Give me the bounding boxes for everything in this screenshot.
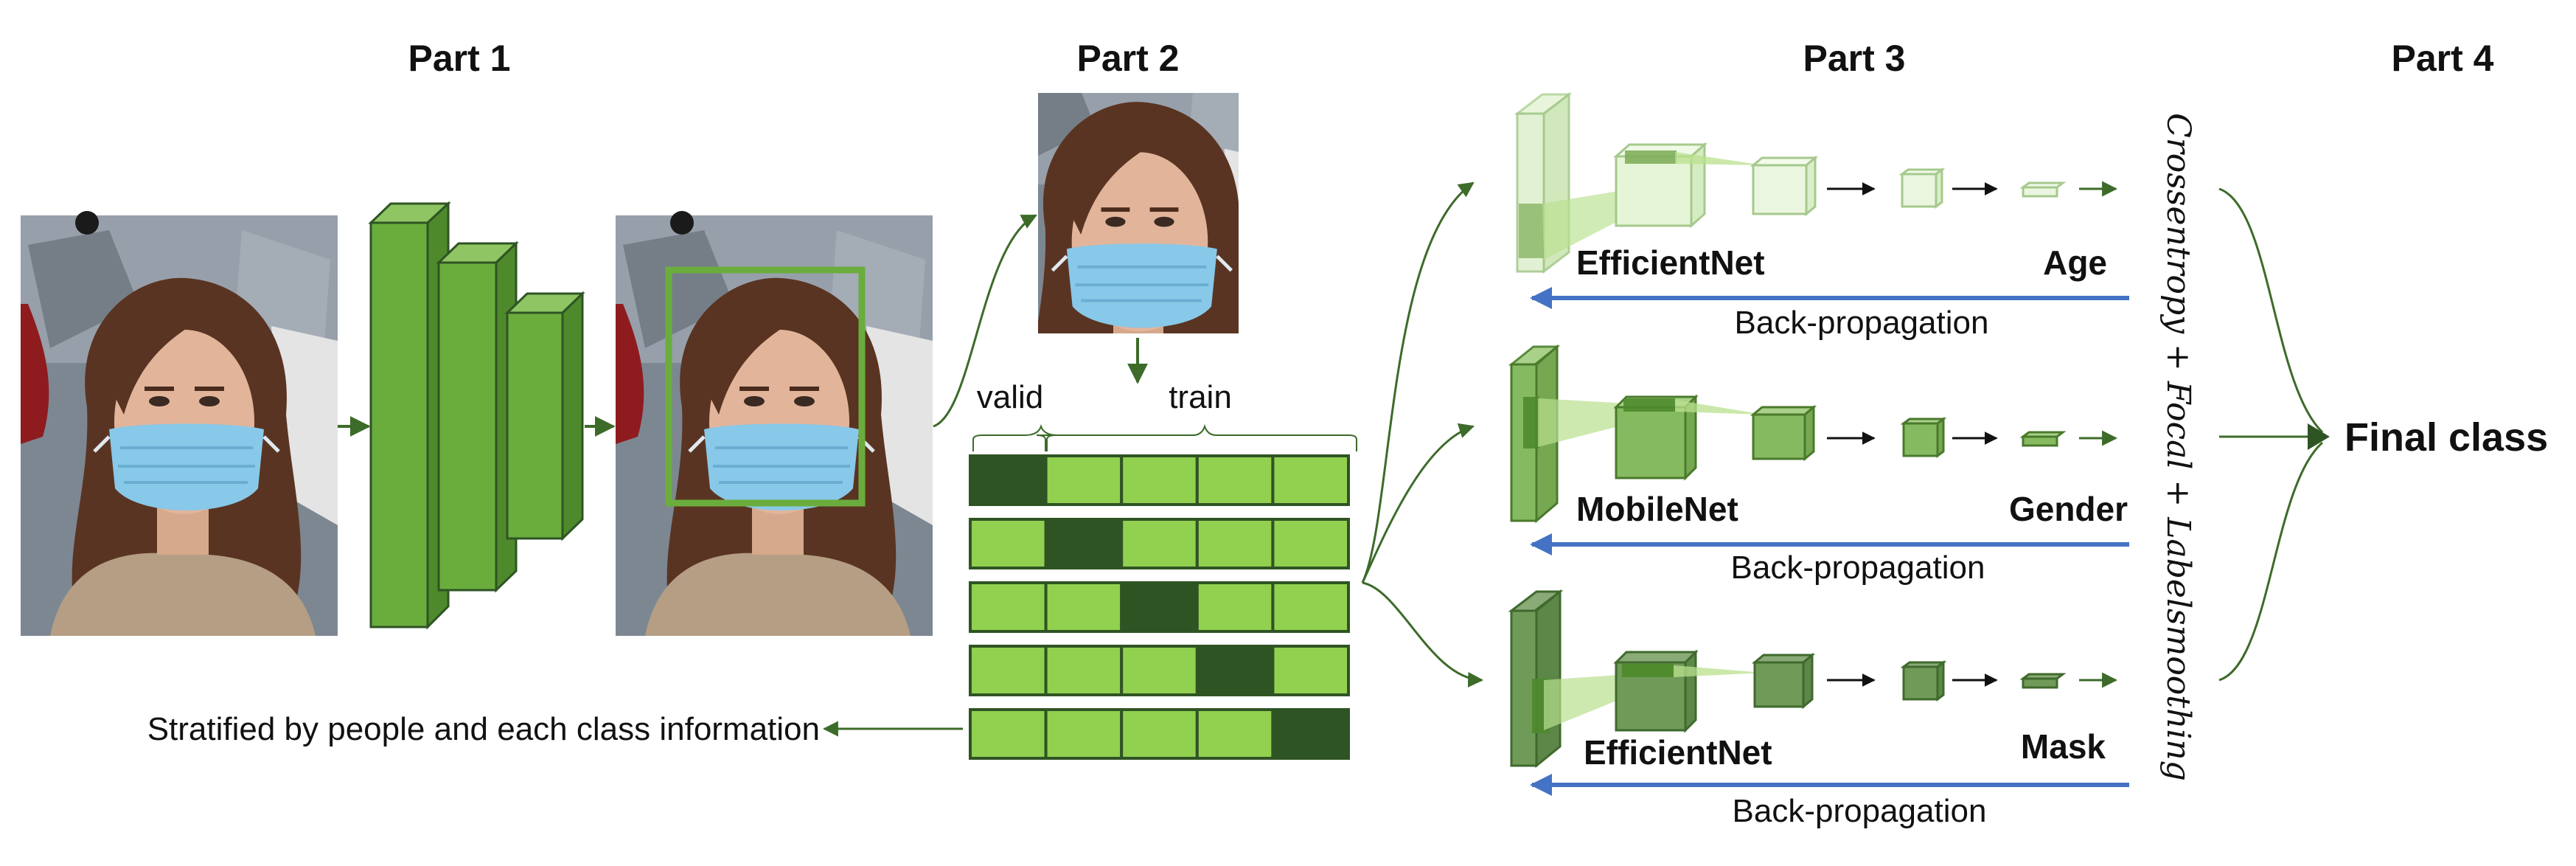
train-brace — [1046, 423, 1357, 451]
mask-branch: EfficientNet Mask Back-propagation — [1508, 589, 2129, 829]
fold-cell-train — [1120, 518, 1199, 569]
fold-cell-valid — [969, 454, 1048, 506]
mask-task-label: Mask — [2021, 727, 2106, 766]
fold-cell-train — [1195, 454, 1275, 506]
fold-cell-train — [969, 708, 1048, 760]
gender-network-label: MobileNet — [1576, 490, 1738, 528]
final-class-label: Final class — [2344, 415, 2548, 460]
final-arrowhead — [2308, 423, 2330, 450]
part-4-heading: Part 4 — [2392, 38, 2494, 79]
fold-cell-train — [1044, 645, 1124, 696]
fold-row — [969, 518, 1351, 569]
efficientnet-age-model — [1514, 91, 2118, 274]
efficientnet-mask-model — [1508, 589, 2118, 769]
loss-label: Crossentropy + Focal + Labelsmoothing — [2159, 113, 2197, 781]
gender-task-label: Gender — [2009, 490, 2128, 528]
detected-face-photo — [616, 211, 933, 636]
arrow-mask-to-final — [2218, 441, 2323, 682]
kfold-grid — [969, 454, 1351, 760]
face-bounding-box — [665, 266, 866, 507]
fold-cell-train — [969, 518, 1048, 569]
fold-row — [969, 581, 1351, 633]
arrow-to-mask-branch — [1362, 581, 1484, 687]
fold-row — [969, 454, 1351, 506]
age-task-label: Age — [2043, 243, 2107, 282]
train-label: train — [1169, 379, 1232, 415]
fold-cell-valid — [1044, 518, 1124, 569]
fold-cell-train — [1195, 518, 1275, 569]
face-detector-network — [368, 201, 585, 630]
input-photo — [21, 211, 338, 636]
fold-cell-train — [1120, 708, 1199, 760]
gender-backprop-label: Back-propagation — [1731, 550, 1985, 586]
age-network-label: EfficientNet — [1576, 243, 1765, 282]
fold-cell-train — [1044, 454, 1124, 506]
arrow-to-age-branch — [1361, 181, 1475, 583]
fold-cell-train — [969, 581, 1048, 633]
age-branch: EfficientNet Age Back-propagation — [1514, 91, 2129, 341]
fold-cell-train — [1271, 454, 1351, 506]
arrow-to-cropped-face — [933, 214, 1037, 428]
part-1-heading: Part 1 — [408, 38, 511, 79]
fold-cell-train — [1044, 581, 1124, 633]
valid-brace — [972, 423, 1058, 451]
fold-cell-valid — [1195, 645, 1275, 696]
fold-cell-train — [1044, 708, 1124, 760]
fold-cell-train — [1271, 645, 1351, 696]
fold-cell-train — [1271, 581, 1351, 633]
valid-label: valid — [977, 379, 1044, 415]
stratified-caption: Stratified by people and each class info… — [147, 711, 820, 747]
age-backprop-label: Back-propagation — [1735, 305, 1989, 341]
fold-cell-train — [1271, 518, 1351, 569]
fold-cell-train — [1195, 708, 1275, 760]
arrow-to-gender-branch — [1361, 423, 1475, 583]
mask-network-label: EfficientNet — [1584, 733, 1772, 772]
arrow-age-to-final — [2218, 187, 2324, 434]
fold-cell-train — [1195, 581, 1275, 633]
fold-row — [969, 645, 1351, 696]
mobilenet-gender-model — [1508, 344, 2118, 524]
part-2-heading: Part 2 — [1077, 38, 1180, 79]
fold-cell-train — [1120, 454, 1199, 506]
fold-cell-valid — [1120, 581, 1199, 633]
fold-cell-train — [969, 645, 1048, 696]
gender-branch: MobileNet Gender Back-propagation — [1508, 344, 2129, 586]
fold-cell-train — [1120, 645, 1199, 696]
fold-row — [969, 708, 1351, 760]
fold-cell-valid — [1271, 708, 1351, 760]
mask-backprop-label: Back-propagation — [1733, 793, 1987, 829]
part-3-heading: Part 3 — [1803, 38, 1906, 79]
